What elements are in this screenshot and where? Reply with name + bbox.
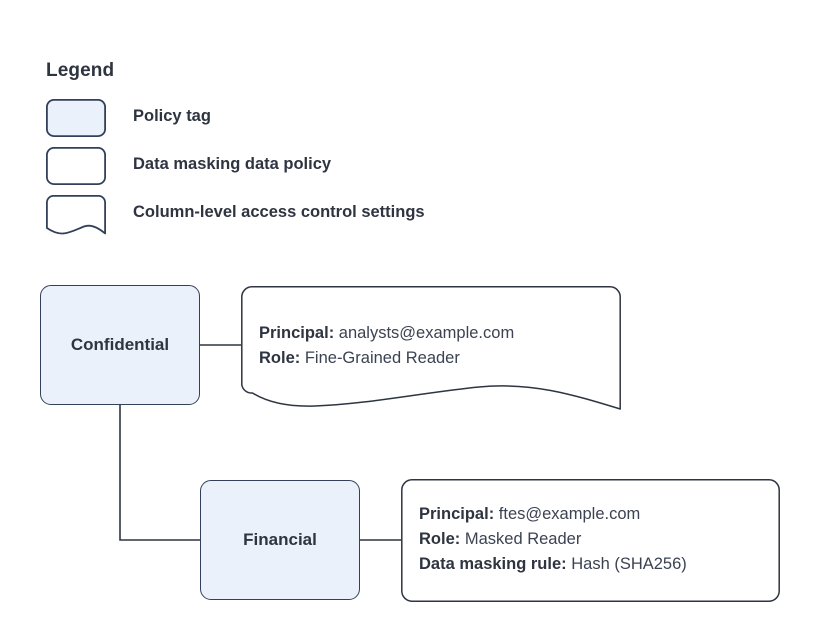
- callout-line-value: analysts@example.com: [338, 324, 515, 342]
- callout-line-key: Principal:: [259, 324, 335, 342]
- callout-line: Principal: analysts@example.com: [259, 321, 514, 346]
- legend-label-data-masking-policy: Data masking data policy: [133, 155, 332, 173]
- node-financial[interactable]: Financial: [200, 480, 360, 600]
- legend-label-policy-tag: Policy tag: [133, 107, 211, 125]
- node-confidential[interactable]: Confidential: [40, 285, 200, 405]
- legend-title: Legend: [46, 60, 115, 81]
- callout-line: Data masking rule: Hash (SHA256): [419, 552, 687, 577]
- callout-line: Role: Fine-Grained Reader: [259, 346, 514, 371]
- legend-item-data-masking-policy: Data masking data policy: [45, 146, 746, 186]
- callout-line-key: Data masking rule:: [419, 555, 567, 573]
- column-access-control-swatch-icon: [46, 195, 106, 235]
- callout-financial-text: Principal: ftes@example.com Role: Masked…: [419, 502, 687, 577]
- policy-tag-swatch-icon: [45, 98, 107, 138]
- node-financial-label: Financial: [243, 530, 317, 549]
- callout-line-key: Role:: [259, 349, 301, 367]
- callout-line-value: ftes@example.com: [498, 505, 641, 523]
- node-confidential-label: Confidential: [70, 335, 170, 354]
- callout-line-value: Masked Reader: [464, 530, 582, 548]
- legend-label-column-access-control: Column-level access control settings: [133, 203, 425, 221]
- callout-line-value: Hash (SHA256): [571, 555, 687, 573]
- legend-item-column-access-control: Column-level access control settings: [46, 195, 746, 235]
- callout-line: Principal: ftes@example.com: [419, 502, 687, 527]
- callout-confidential-text: Principal: analysts@example.com Role: Fi…: [259, 321, 514, 371]
- callout-line: Role: Masked Reader: [419, 527, 687, 552]
- callout-line-value: Fine-Grained Reader: [304, 349, 460, 367]
- callout-confidential-access-control[interactable]: Principal: analysts@example.com Role: Fi…: [241, 286, 621, 410]
- data-masking-policy-swatch-icon: [45, 146, 107, 186]
- callout-financial-masking-policy[interactable]: Principal: ftes@example.com Role: Masked…: [401, 479, 780, 602]
- legend-item-policy-tag: Policy tag: [45, 98, 746, 138]
- callout-rect-shape-icon: [401, 479, 780, 602]
- callout-line-key: Role:: [419, 530, 461, 548]
- callout-line-key: Principal:: [419, 505, 495, 523]
- callout-wavy-shape-icon: [241, 286, 621, 410]
